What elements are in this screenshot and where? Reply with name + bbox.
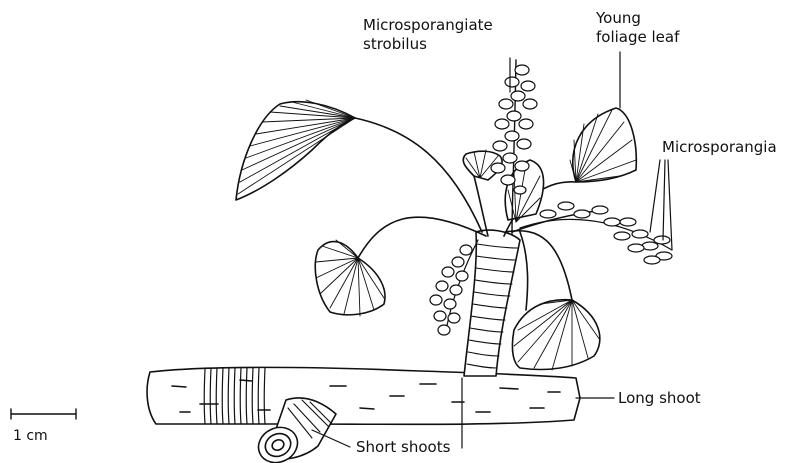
young-foliage-leaf [570,108,636,182]
label-short-shoots: Short shoots [356,438,450,456]
label-young-foliage-leaf-line2: foliage leaf [596,28,679,46]
ginkgo-leaf-lower-left [315,240,385,316]
label-microsporangiate-strobilus-line1: Microsporangiate [363,16,493,34]
label-microsporangiate-strobilus-line2: strobilus [363,35,427,53]
ginkgo-leaf-left [236,100,355,200]
label-long-shoot: Long shoot [618,389,701,407]
scale-bar [11,409,76,419]
microsporangia-cluster [520,202,672,264]
long-shoot [147,367,580,424]
ginkgo-leaf-center [463,150,543,222]
label-microsporangia: Microsporangia [662,138,777,156]
scale-bar-label: 1 cm [13,427,48,445]
label-young-foliage-leaf-line1: Young [596,9,641,27]
